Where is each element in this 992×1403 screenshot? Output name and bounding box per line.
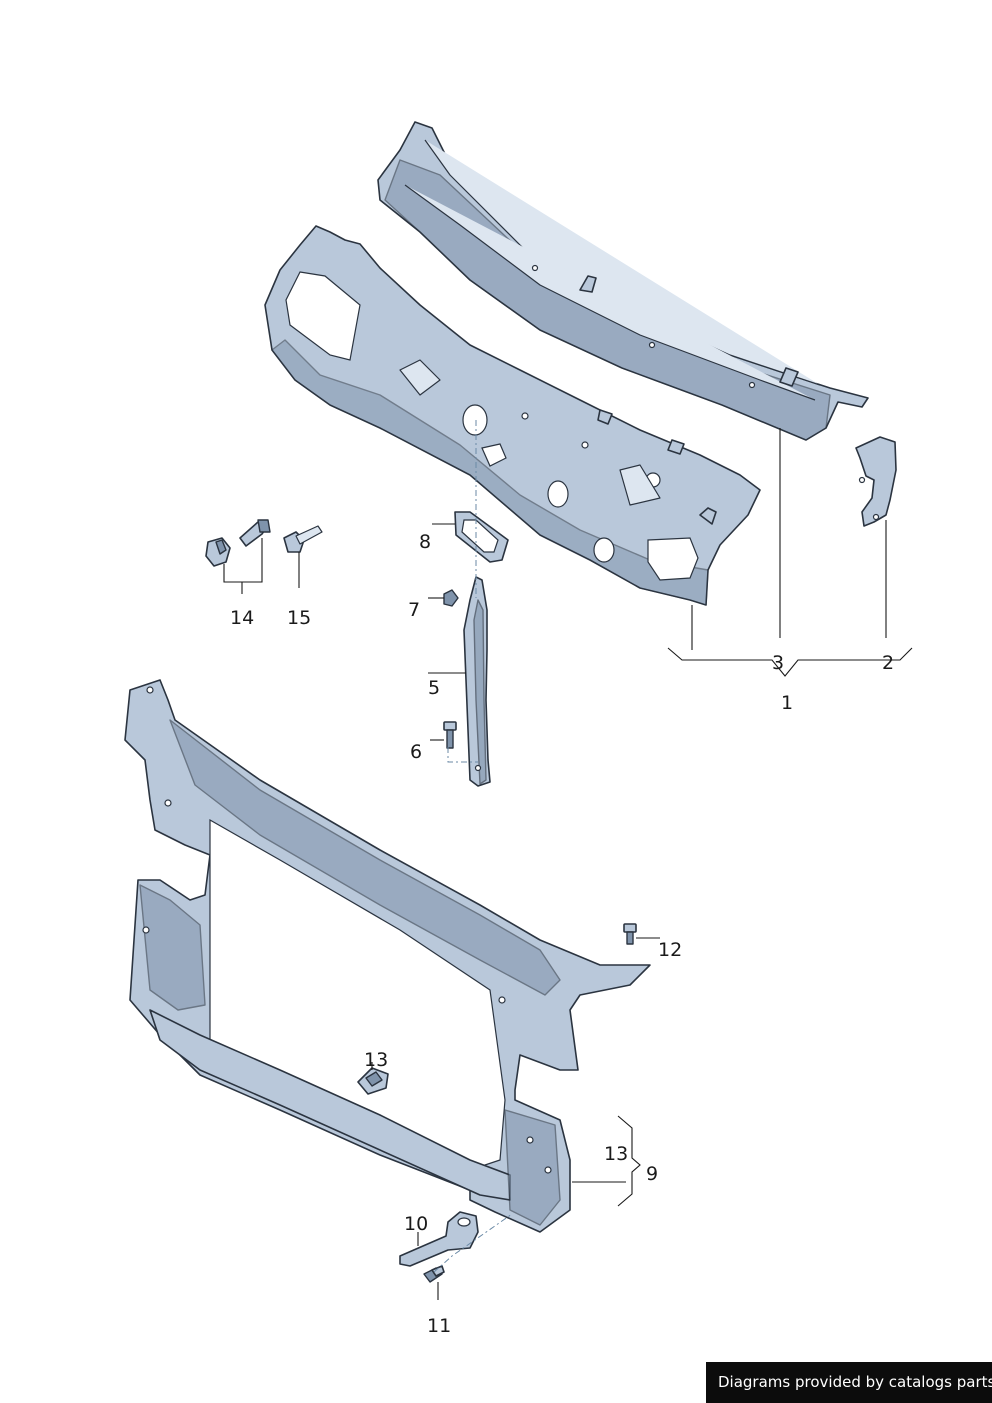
- bracket-part-2: [855, 436, 897, 527]
- callout-3: 3: [772, 652, 784, 674]
- leader-lines: [223, 428, 913, 1300]
- callout-10: 10: [404, 1213, 428, 1235]
- plenum-panel-part-3: [377, 121, 869, 441]
- callout-14: 14: [230, 607, 254, 629]
- clip-part-13: [357, 1067, 389, 1095]
- clip-nut-part-7: [443, 589, 459, 607]
- callout-labels: 1 2 3 5 6 7 8 9 10 11 12 13 13 14 15: [230, 531, 894, 1337]
- attribution-text: Diagrams provided by catalogs parts: [718, 1373, 992, 1391]
- callout-12: 12: [658, 939, 682, 961]
- lock-carrier-part-9: [124, 679, 651, 1233]
- centerlines: [433, 420, 513, 1273]
- callout-1: 1: [781, 692, 793, 714]
- attribution-banner: Diagrams provided by catalogs parts: [706, 1362, 992, 1403]
- bulkhead-panel-part-1: [264, 225, 761, 606]
- callout-11: 11: [427, 1315, 451, 1337]
- callout-2: 2: [882, 652, 894, 674]
- bolt-part-6: [443, 721, 457, 749]
- support-strut-part-5: [463, 576, 491, 787]
- grommet-part-8: [454, 511, 509, 563]
- callout-6: 6: [410, 741, 422, 763]
- fastener-part-15: [283, 525, 323, 553]
- callout-7: 7: [408, 599, 420, 621]
- bolt-part-12: [623, 923, 637, 945]
- bolt-part-11: [423, 1265, 445, 1283]
- mounting-bracket-part-10: [399, 1211, 479, 1267]
- callout-8: 8: [419, 531, 431, 553]
- callout-13-clip: 13: [364, 1049, 388, 1071]
- fasteners-part-14: [205, 519, 271, 567]
- callout-13-frame: 13: [604, 1143, 628, 1165]
- callout-9: 9: [646, 1163, 658, 1185]
- callout-5: 5: [428, 677, 440, 699]
- callout-15: 15: [287, 607, 311, 629]
